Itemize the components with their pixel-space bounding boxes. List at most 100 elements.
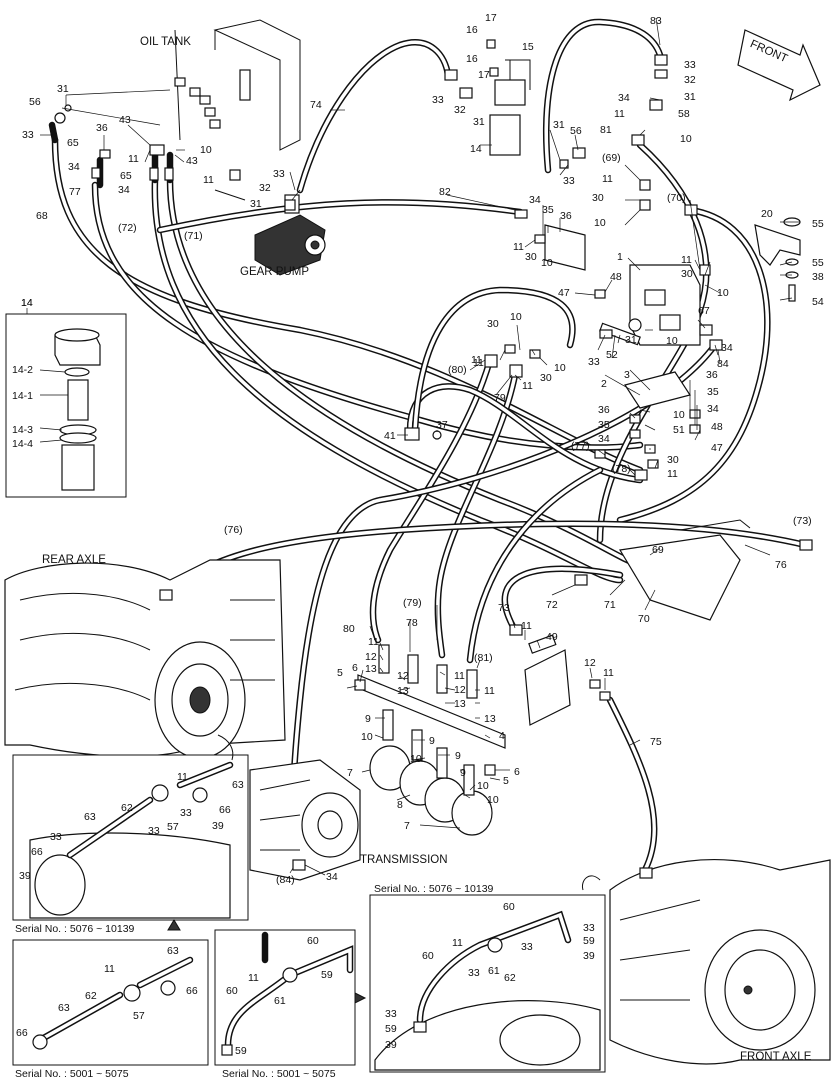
callout-74: 74	[310, 99, 322, 111]
callout-17: 17	[485, 12, 497, 24]
callout-6: 6	[514, 766, 520, 778]
callout-30: 30	[667, 454, 679, 466]
callout-33: 33	[583, 922, 595, 934]
callout-67: 67	[698, 305, 710, 317]
callout-11: 11	[128, 153, 139, 165]
callout-36: 36	[706, 369, 718, 381]
callout-33: 33	[563, 175, 575, 187]
callout-15: 15	[522, 41, 534, 53]
callout-34: 34	[618, 92, 630, 104]
callout-32: 32	[259, 182, 271, 194]
callout-59: 59	[385, 1023, 397, 1035]
callout-33: 33	[588, 356, 600, 368]
callout-13: 13	[365, 663, 377, 675]
callout-11: 11	[602, 173, 613, 185]
callout-68: 68	[36, 210, 48, 222]
callout-33: 33	[684, 59, 696, 71]
callout-71: 71	[604, 599, 616, 611]
callout-65: 65	[120, 170, 132, 182]
callout-66: 66	[219, 804, 231, 816]
callout-11: 11	[521, 620, 532, 632]
callout-11: 11	[473, 357, 484, 369]
callout-labels: 17 16 15 16 17 83 33 32 31 56 31 33 65 3…	[16, 12, 824, 1057]
callout-69: 69	[652, 544, 664, 556]
callout-80: 80	[343, 623, 355, 635]
callout-10: 10	[510, 311, 522, 323]
callout-47: 47	[558, 287, 570, 299]
callout-10: 10	[717, 287, 729, 299]
transmission: TRANSMISSION	[249, 759, 448, 881]
callout-73: (73)	[793, 515, 812, 527]
callout-36: 36	[598, 404, 610, 416]
callout-11: 11	[603, 667, 614, 679]
callout-34: 34	[721, 342, 733, 354]
callout-33: 33	[50, 831, 62, 843]
callout-17: 17	[478, 69, 490, 81]
callout-84: 84	[717, 358, 729, 370]
callout-33: 33	[521, 941, 533, 953]
callout-82: 82	[439, 186, 451, 198]
callout-63: 63	[167, 945, 179, 957]
callout-11: 11	[454, 670, 465, 682]
filter-detail-box: 14 14-2 14-1 14-3 14-4	[5, 297, 127, 498]
callout-33: 33	[385, 1008, 397, 1020]
callout-31: 31	[57, 83, 69, 95]
callout-13: 13	[397, 685, 409, 697]
detail-box-rear-new: Serial No. : 5076 ~ 10139	[12, 754, 249, 935]
callout-81: (81)	[474, 652, 493, 664]
transmission-label: TRANSMISSION	[360, 854, 448, 866]
callout-83: 83	[650, 15, 662, 27]
callout-11: 11	[104, 963, 115, 975]
callout-9: 9	[460, 767, 466, 779]
callout-32: 32	[684, 74, 696, 86]
bracket-49	[524, 634, 571, 726]
callout-11: 11	[203, 174, 214, 186]
callout-11: 11	[471, 354, 482, 366]
callout-10: 10	[594, 217, 606, 229]
callout-2: 2	[601, 378, 607, 390]
callout-76: 76	[775, 559, 787, 571]
callout-33: 33	[468, 967, 480, 979]
callout-10: 10	[680, 133, 692, 145]
callout-60: 60	[307, 935, 319, 947]
callout-31: 31	[250, 198, 262, 210]
callout-34: 34	[529, 194, 541, 206]
callout-30: 30	[681, 268, 693, 280]
callout-33: 33	[432, 94, 444, 106]
return-filter	[489, 59, 531, 156]
callout-48: 48	[711, 421, 723, 433]
callout-72: 72	[546, 599, 558, 611]
callout-11: 11	[513, 241, 524, 253]
filter-part-14-2: 14-2	[12, 364, 33, 376]
callout-20: 20	[761, 208, 773, 220]
callout-3: 3	[624, 369, 630, 381]
callout-6: 6	[352, 662, 358, 674]
callout-52: 52	[606, 349, 618, 361]
callout-35: 35	[598, 419, 610, 431]
callout-31: 31	[684, 91, 696, 103]
callout-10: 10	[487, 794, 499, 806]
callout-38: 38	[812, 271, 824, 283]
callout-61: 61	[274, 995, 286, 1007]
callout-11: 11	[667, 468, 678, 480]
leader-lines	[40, 17, 800, 876]
callout-31: 31	[473, 116, 485, 128]
serial-label-b: Serial No. : 5001 ~ 5075	[15, 1068, 129, 1080]
detail-box-front-old: Serial No. : 5001 ~ 5075	[214, 929, 356, 1080]
callout-10: 10	[666, 335, 678, 347]
filter-part-14-1: 14-1	[12, 390, 33, 402]
callout-62: 62	[121, 802, 133, 814]
callout-30: 30	[592, 192, 604, 204]
callout-66: 66	[31, 846, 43, 858]
front-direction-arrow: FRONT	[737, 29, 821, 102]
callout-31: 31	[625, 334, 637, 346]
callout-62: 62	[504, 972, 516, 984]
callout-75: 75	[650, 736, 662, 748]
tank-fittings	[174, 77, 221, 129]
callout-69: (69)	[602, 152, 621, 164]
front-axle: FRONT AXLE	[609, 858, 831, 1065]
callout-77: (77)	[571, 440, 590, 452]
callout-63: 63	[58, 1002, 70, 1014]
callout-43: 43	[186, 155, 198, 167]
fittings	[54, 39, 813, 879]
